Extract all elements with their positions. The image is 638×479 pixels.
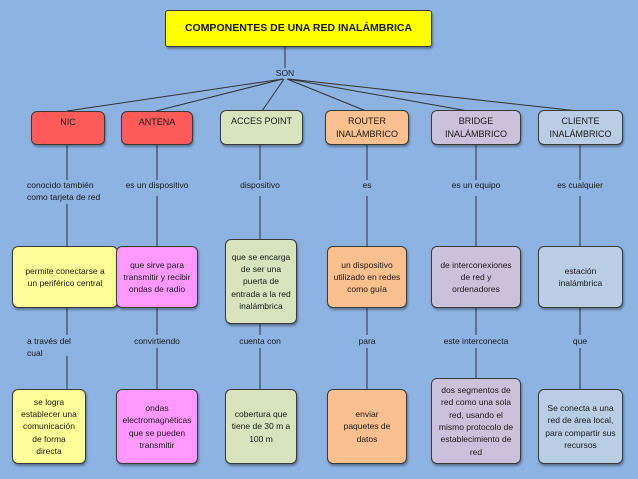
- node-bridge-desc: de interconexiones de red y ordenadores: [431, 246, 521, 308]
- link-antena-2: convirtiendo: [134, 336, 180, 346]
- node-antena: ANTENA: [121, 111, 193, 145]
- node-nic: NIC: [31, 111, 105, 145]
- diagram-title: COMPONENTES DE UNA RED INALÁMBRICA: [165, 10, 432, 47]
- link-nic-1: conocido también como tarjeta de red: [27, 180, 101, 202]
- link-cliente-1: es cualquier: [557, 180, 603, 190]
- link-antena-1: es un dispositivo: [125, 180, 189, 190]
- node-antena-desc: que sirve para transmitir y recibir onda…: [116, 246, 198, 308]
- node-router-inalambrico: ROUTER INALÁMBRICO: [325, 110, 409, 145]
- node-router-result: enviar paquetes de datos: [327, 389, 407, 464]
- son-connector-label: SON: [275, 68, 295, 78]
- link-bridge-1: es un equipo: [451, 180, 501, 190]
- node-bridge-result: dos segmentos de red como una sola red, …: [431, 378, 521, 464]
- node-router-desc: un dispositivo utilizado en redes como g…: [327, 246, 407, 308]
- link-acces-point-2: cuenta con: [239, 336, 281, 346]
- node-bridge-inalambrico: BRIDGE INALÁMBRICO: [431, 110, 521, 145]
- link-bridge-2: este interconecta: [443, 336, 509, 346]
- link-nic-2: a través del cual: [27, 336, 71, 358]
- node-acces-point-desc: que se encarga de ser una puerta de entr…: [225, 239, 297, 324]
- link-router-2: para: [358, 336, 376, 346]
- node-nic-desc: permite conectarse a un periférico centr…: [12, 246, 118, 308]
- link-cliente-2: que: [572, 336, 588, 346]
- node-nic-result: se logra establecer una comunicación de …: [12, 389, 86, 464]
- node-cliente-desc: estación inalámbrica: [538, 246, 623, 308]
- node-antena-result: ondas electromagnéticas que se pueden tr…: [116, 389, 198, 464]
- link-acces-point-1: dispositivo: [240, 180, 280, 190]
- node-acces-point: ACCES POINT: [220, 110, 303, 145]
- node-cliente-result: Se conecta a una red de área local, para…: [538, 389, 623, 464]
- node-cliente-inalambrico: CLIENTE INALÁMBRICO: [538, 110, 623, 145]
- link-router-1: es: [362, 180, 372, 190]
- node-acces-point-result: cobertura que tiene de 30 m a 100 m: [225, 389, 297, 464]
